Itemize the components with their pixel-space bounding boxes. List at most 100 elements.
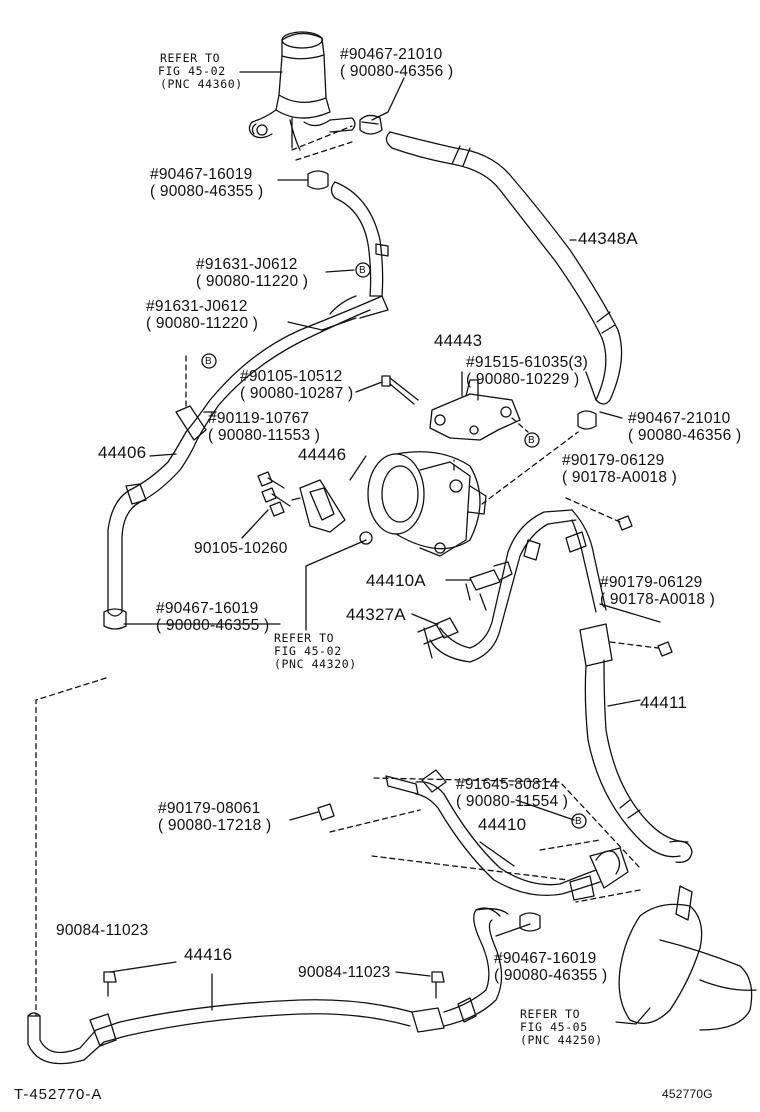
gasket-44446 [299,479,346,533]
label-90179-06129-upper: #90179-06129 ( 90178-A0018 ) [562,452,677,486]
gear-ref-line2: FIG 45-05 [520,1020,588,1034]
pump-ref: REFER TO FIG 45-02 (PNC 44320) [274,632,357,671]
pump-ref-line2: FIG 45-02 [274,644,342,658]
nut-90179-08061 [317,803,335,821]
dashed-leaders [35,125,659,1017]
label-90467-16019-top: #90467-16019 ( 90080-46355 ) [150,166,263,200]
label-91645-80814: #91645-80814 ( 90080-11554 ) [456,776,568,810]
label-44410: 44410 [478,815,527,834]
part-number: #90179-08061 [158,800,261,817]
reservoir-ref-line1: REFER TO [160,51,221,65]
reservoir-ref-line3: (PNC 44360) [160,77,243,91]
union-44327a [417,617,459,659]
footer-right-code: 452770G [662,1087,713,1101]
part-number-alt: ( 90080-46355 ) [156,617,270,634]
hose-44411 [579,623,693,863]
nut-90179-06129-lower [657,641,673,657]
reservoir-tank [248,31,356,151]
pressure-tube-lower [385,769,629,901]
b-markers [201,262,587,829]
part-number: #91645-80814 [456,776,559,793]
label-90084-11023-right: 90084-11023 [298,964,391,981]
reservoir-ref-line2: FIG 45-02 [158,64,226,78]
label-44443: 44443 [434,331,483,350]
part-number: #91631-J0612 [196,256,298,273]
label-90179-06129-lower: #90179-06129 ( 90178-A0018 ) [600,574,715,608]
hose-clamp-left-top [307,170,329,190]
part-number: #90105-10512 [240,368,343,385]
hose-clamp-lower [519,912,541,932]
steering-gear [618,885,757,1031]
part-number: #90467-16019 [150,166,253,183]
part-number-alt: ( 90080-11554 ) [456,793,569,810]
gear-ref-line1: REFER TO [520,1007,581,1021]
footer-left-code: T-452770-A [14,1086,103,1103]
part-number: #91515-61035(3) [466,354,588,371]
b-marker-4: B [575,816,583,827]
part-number-alt: ( 90080-46355 ) [494,967,608,984]
part-number-alt: ( 90080-46356 ) [628,427,742,444]
gear-ref-line3: (PNC 44250) [520,1033,603,1047]
part-number-alt: ( 90178-A0018 ) [562,469,678,486]
reservoir-ref: REFER TO FIG 45-02 (PNC 44360) [158,51,243,91]
pump-body [359,451,487,557]
label-90467-16019-left: #90467-16019 ( 90080-46355 ) [156,600,269,634]
part-number-alt: ( 90080-46356 ) [340,63,454,80]
pump-ref-line1: REFER TO [274,631,335,645]
label-44446: 44446 [298,445,347,464]
b-marker-3: B [528,435,536,446]
part-number-alt: ( 90080-17218 ) [158,817,272,834]
label-44416: 44416 [184,945,233,964]
leader-lines [109,71,661,1025]
part-number: #90467-16019 [494,950,597,967]
part-number-alt: ( 90080-11220 ) [196,273,309,290]
b-marker-2: B [205,356,213,367]
hose-44348a [385,131,623,405]
nut-90179-06129-upper [617,515,633,531]
part-number: #90467-21010 [340,46,443,63]
label-91631-j0612-b: #91631-J0612 ( 90080-11220 ) [146,298,258,332]
label-90179-08061: #90179-08061 ( 90080-17218 ) [158,800,271,834]
label-90105-10512: #90105-10512 ( 90080-10287 ) [240,368,353,402]
hose-clamp-left-bottom [103,608,127,630]
part-number: #90467-21010 [628,410,731,427]
pump-ref-line3: (PNC 44320) [274,657,357,671]
label-44411: 44411 [640,693,688,712]
part-number: #90179-06129 [600,574,703,591]
hose-44406 [107,181,389,617]
part-number: #90467-16019 [156,600,259,617]
pressure-switch [465,561,513,611]
part-number-alt: ( 90080-11220 ) [146,315,259,332]
label-44410a: 44410A [366,571,426,590]
part-number: #90119-10767 [208,410,310,427]
pump-bracket [429,379,521,441]
part-number-alt: ( 90080-10229 ) [466,371,580,388]
part-number: #90179-06129 [562,452,665,469]
label-90084-11023-left: 90084-11023 [56,922,149,939]
label-90467-16019-lower: #90467-16019 ( 90080-46355 ) [494,950,607,984]
gear-ref: REFER TO FIG 45-05 (PNC 44250) [520,1008,603,1047]
hose-44416 [27,907,509,1065]
part-number-alt: ( 90178-A0018 ) [600,591,716,608]
bolt-90105-10512 [381,375,419,405]
label-44327a: 44327A [346,605,406,624]
bolts-90105-10260 [257,471,291,517]
clamp-right-pump [577,410,597,430]
label-90467-21010-top: #90467-21010 ( 90080-46356 ) [340,46,453,80]
part-number: #91631-J0612 [146,298,248,315]
hose-clamp-top [359,114,383,135]
bolt-90084-left [103,971,117,997]
label-90467-21010-right: #90467-21010 ( 90080-46356 ) [628,410,741,444]
label-90105-10260: 90105-10260 [194,540,288,557]
pressure-tube [429,509,607,663]
b-marker-1: B [359,265,367,276]
label-90119-10767: #90119-10767 ( 90080-11553 ) [208,410,320,444]
part-number-alt: ( 90080-46355 ) [150,183,264,200]
label-91515-61035: #91515-61035(3) ( 90080-10229 ) [466,354,588,388]
bolt-90084-right [431,971,445,999]
label-44348a: 44348A [578,229,638,248]
label-91631-j0612-a: #91631-J0612 ( 90080-11220 ) [196,256,308,290]
label-44406: 44406 [98,443,147,462]
